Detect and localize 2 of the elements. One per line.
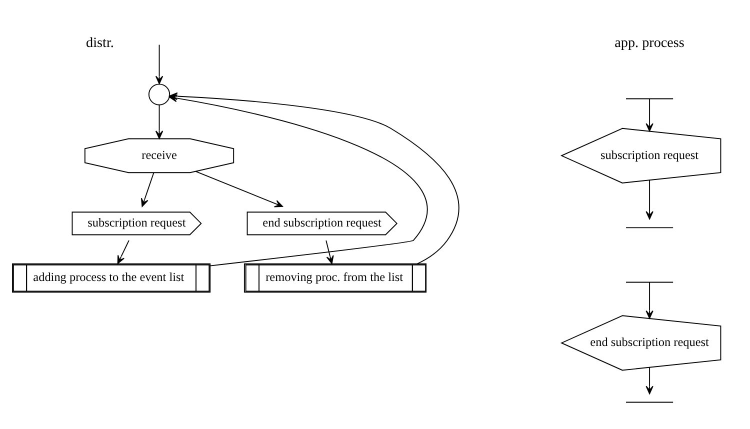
label: app. process [614,34,684,51]
label: distr. [86,34,114,51]
